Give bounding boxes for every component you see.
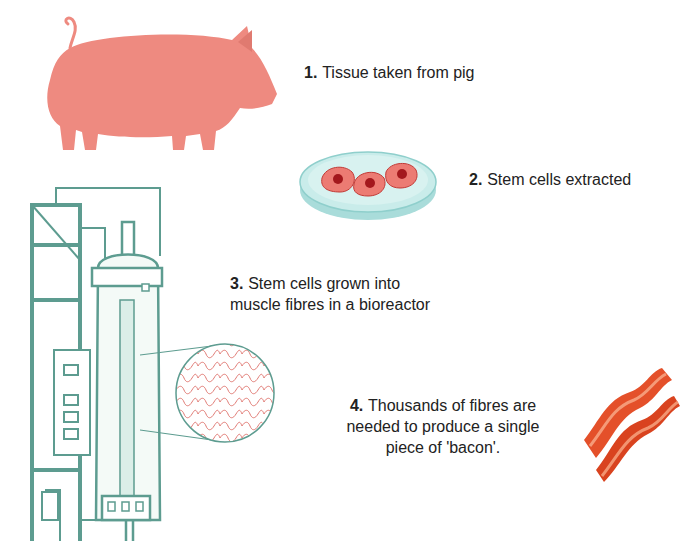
step-caption: 1. Tissue taken from pig [304, 62, 564, 83]
step-number: 1. [304, 64, 317, 81]
petri-dish [300, 152, 436, 220]
step-caption: 2. Stem cells extracted [469, 169, 684, 190]
step-text: Tissue taken from pig [322, 64, 474, 81]
step-number: 4. [350, 397, 363, 414]
bioreactor-vessel [92, 222, 162, 541]
step-caption: 3.Stem cells grown into muscle fibres in… [230, 273, 452, 315]
step-number: 2. [469, 171, 482, 188]
bacon-strip [584, 368, 680, 482]
step-text: Stem cells grown into muscle fibres in a… [230, 275, 430, 313]
step-text: Thousands of fibres are needed to produc… [346, 397, 539, 456]
bioreactor-frame [32, 188, 160, 541]
step-number: 3. [230, 275, 243, 292]
fibre-magnifier [140, 340, 280, 450]
control-panel [42, 350, 90, 520]
step-caption: 4.Thousands of fibres are needed to prod… [332, 395, 554, 458]
step-text: Stem cells extracted [487, 171, 631, 188]
pig-tail [66, 18, 76, 48]
pig-silhouette [47, 26, 277, 150]
stem-cells [322, 163, 417, 196]
